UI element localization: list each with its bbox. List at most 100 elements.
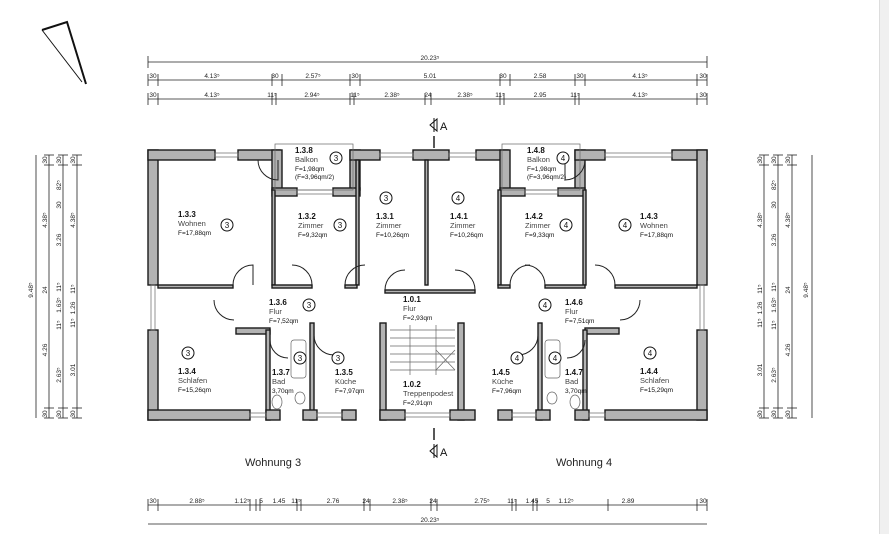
dimension-label: 1.26 <box>70 301 77 314</box>
room-number: 1.3.2 <box>298 212 316 221</box>
dimension-label: 30 <box>271 73 279 80</box>
room-number: 1.4.2 <box>525 212 543 221</box>
room-number: 1.4.5 <box>492 368 510 377</box>
dimension-label: 30 <box>149 498 157 505</box>
room-area: F=9,32qm <box>298 232 327 239</box>
staircase <box>390 325 456 375</box>
unit-number: 3 <box>336 354 341 363</box>
dimension-label: 30 <box>576 73 584 80</box>
room-number: 1.3.5 <box>335 368 353 377</box>
dimension-label: 30 <box>149 73 157 80</box>
room-name: Balkon <box>295 155 318 164</box>
room-name: Balkon <box>527 155 550 164</box>
dimension-label: 11⁵ <box>70 284 77 294</box>
dimension-label: 5 <box>259 498 263 505</box>
dimension-label: 1.63⁵ <box>771 297 778 313</box>
room-name: Zimmer <box>525 221 551 230</box>
section-label-top: A <box>440 121 448 133</box>
dimension-label: 2.95 <box>534 92 547 99</box>
room-area: 3,70qm <box>272 388 294 395</box>
unit-label-right: Wohnung 4 <box>556 457 612 469</box>
room-number: 1.4.6 <box>565 298 583 307</box>
room-name: Treppenpodest <box>403 389 454 398</box>
scrollbar[interactable] <box>879 0 889 534</box>
doors <box>213 159 641 359</box>
room-number: 1.3.4 <box>178 367 196 376</box>
dimension-label: 4.38⁵ <box>70 212 77 228</box>
windows <box>150 143 705 418</box>
unit-number: 3 <box>225 221 230 230</box>
dimension-label: 1.26 <box>757 301 764 314</box>
dimension-label: 30 <box>757 410 764 418</box>
room-area: F=1,98qm <box>527 166 556 173</box>
dimension-label: 30 <box>499 73 507 80</box>
dimension-label: 30 <box>785 156 792 164</box>
room-area: F=9,33qm <box>525 232 554 239</box>
room-area: F=7,97qm <box>335 388 364 395</box>
dimension-label: 2.63⁵ <box>56 367 63 383</box>
dimension-label: 30 <box>785 410 792 418</box>
dimension-label: 11⁵ <box>267 92 277 99</box>
dimension-label: 11⁵ <box>291 498 301 505</box>
dimension-label: 30 <box>70 410 77 418</box>
dimension-label: 20.23⁵ <box>421 517 440 524</box>
dimension-label: 11⁵ <box>771 320 778 330</box>
room-name: Flur <box>565 307 578 316</box>
unit-number: 4 <box>564 221 569 230</box>
unit-circle-icon <box>548 351 562 365</box>
unit-number: 4 <box>623 221 628 230</box>
dimension-label: 9.48⁵ <box>803 282 810 298</box>
dimension-label: 4.13⁵ <box>204 73 220 80</box>
dimension-label: 11⁵ <box>495 92 505 99</box>
room-number: 1.3.8 <box>295 146 313 155</box>
room-area: F=10,26qm <box>376 232 409 239</box>
dimension-label: 11⁵ <box>70 318 77 328</box>
room-number: 1.3.3 <box>178 210 196 219</box>
room-area: F=2,93qm <box>403 315 432 322</box>
dimension-label: 3.26 <box>771 233 778 246</box>
dimension-label: 2.58 <box>534 73 547 80</box>
room-name: Flur <box>403 304 416 313</box>
room-area: F=7,52qm <box>269 318 298 325</box>
unit-circle-icon <box>293 351 307 365</box>
room-area: F=7,51qm <box>565 318 594 325</box>
dimension-label: 3.26 <box>56 233 63 246</box>
unit-circle-icon <box>538 298 552 312</box>
room-number: 1.4.3 <box>640 212 658 221</box>
dimension-label: 2.38⁵ <box>392 498 408 505</box>
unit-number: 4 <box>543 301 548 310</box>
unit-circle-icon <box>220 218 234 232</box>
room-number: 1.0.2 <box>403 380 421 389</box>
north-arrow-icon <box>41 20 87 85</box>
unit-circle-icon <box>333 218 347 232</box>
dimension-label: 24 <box>429 498 437 505</box>
dimension-label: 4.26 <box>42 343 49 356</box>
room-name: Wohnen <box>178 219 206 228</box>
dimension-label: 4.13⁵ <box>632 92 648 99</box>
dimension-label: 82⁵ <box>771 180 778 190</box>
room-area: F=1,98qm <box>295 166 324 173</box>
room-labels: 1.3.8BalkonF=1,98qm(F=3,96qm/2)31.3.3Woh… <box>178 146 673 407</box>
dimension-label: 5 <box>546 498 550 505</box>
unit-circle-icon <box>329 151 343 165</box>
dimension-label: 1.45 <box>526 498 539 505</box>
room-name: Wohnen <box>640 221 668 230</box>
dimension-label: 11⁵ <box>56 320 63 330</box>
dimension-label: 30 <box>771 410 778 418</box>
dimension-label: 11⁵ <box>570 92 580 99</box>
dimension-label: 24 <box>785 286 792 294</box>
dimension-label: 30 <box>56 156 63 164</box>
dimension-label: 3.01 <box>757 363 764 376</box>
dimension-label: 30 <box>351 73 359 80</box>
section-label-bottom: A <box>440 447 448 459</box>
unit-circle-icon <box>556 151 570 165</box>
unit-number: 3 <box>384 194 389 203</box>
